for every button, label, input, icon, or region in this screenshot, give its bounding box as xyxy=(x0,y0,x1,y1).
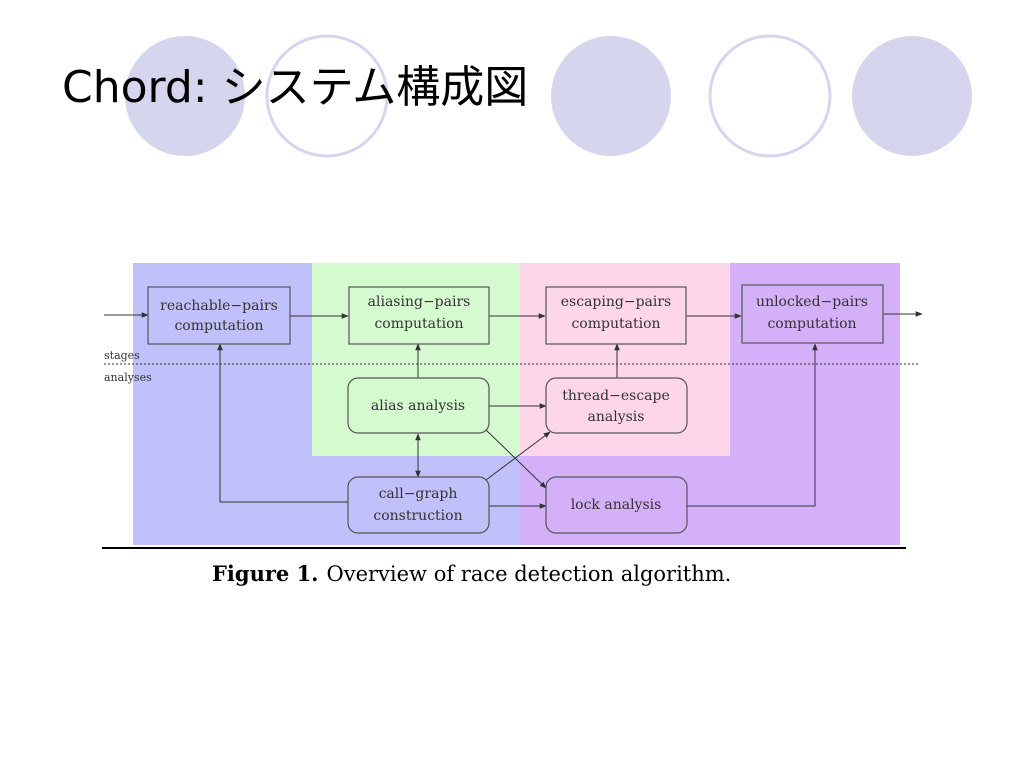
svg-text:computation: computation xyxy=(571,316,660,332)
decor-circle xyxy=(125,36,245,156)
svg-text:thread−escape: thread−escape xyxy=(562,388,670,404)
svg-text:unlocked−pairs: unlocked−pairs xyxy=(756,294,868,310)
box-unlocked-pairs: unlocked−pairs computation xyxy=(741,284,884,344)
figure-rule xyxy=(102,547,906,549)
region-pink xyxy=(520,263,730,456)
slide-title: Chord: システム構成図 xyxy=(62,62,529,113)
region-green xyxy=(312,263,520,456)
box-alias-analysis: alias analysis xyxy=(347,377,490,434)
region-violet-lower xyxy=(520,456,730,545)
arrow-callgraph-to-thread xyxy=(485,431,551,481)
box-aliasing-pairs: aliasing−pairs computation xyxy=(348,286,490,345)
svg-text:alias analysis: alias analysis xyxy=(371,398,465,414)
box-reachable-pairs: reachable−pairs computation xyxy=(147,286,291,345)
caption-text: Overview of race detection algorithm. xyxy=(326,562,732,586)
arrow-alias-to-lock xyxy=(485,429,547,489)
box-lock-analysis: lock analysis xyxy=(545,476,688,534)
stages-label: stages xyxy=(104,349,140,362)
box-thread-escape: thread−escape analysis xyxy=(545,377,688,434)
decor-circle xyxy=(551,36,671,156)
decor-circle xyxy=(852,36,972,156)
svg-text:aliasing−pairs: aliasing−pairs xyxy=(368,294,471,310)
analyses-label: analyses xyxy=(104,371,152,384)
caption-label: Figure 1. xyxy=(212,561,319,586)
box-call-graph: call−graph construction xyxy=(347,476,490,534)
svg-text:construction: construction xyxy=(373,508,462,524)
svg-text:escaping−pairs: escaping−pairs xyxy=(561,294,671,310)
decor-circle xyxy=(265,34,389,158)
svg-text:call−graph: call−graph xyxy=(379,486,458,502)
svg-text:reachable−pairs: reachable−pairs xyxy=(160,298,278,314)
arrow-lock-to-unlocked xyxy=(686,343,818,507)
decor-circle xyxy=(708,34,832,158)
box-escaping-pairs: escaping−pairs computation xyxy=(545,286,687,345)
svg-text:computation: computation xyxy=(767,316,856,332)
svg-text:lock analysis: lock analysis xyxy=(571,497,662,513)
region-blue xyxy=(133,263,312,545)
arrow-callgraph-to-reachable xyxy=(217,343,348,503)
svg-text:analysis: analysis xyxy=(588,409,645,425)
svg-text:computation: computation xyxy=(374,316,463,332)
svg-text:computation: computation xyxy=(174,318,263,334)
figure-caption: Figure 1. Overview of race detection algo… xyxy=(212,561,731,586)
